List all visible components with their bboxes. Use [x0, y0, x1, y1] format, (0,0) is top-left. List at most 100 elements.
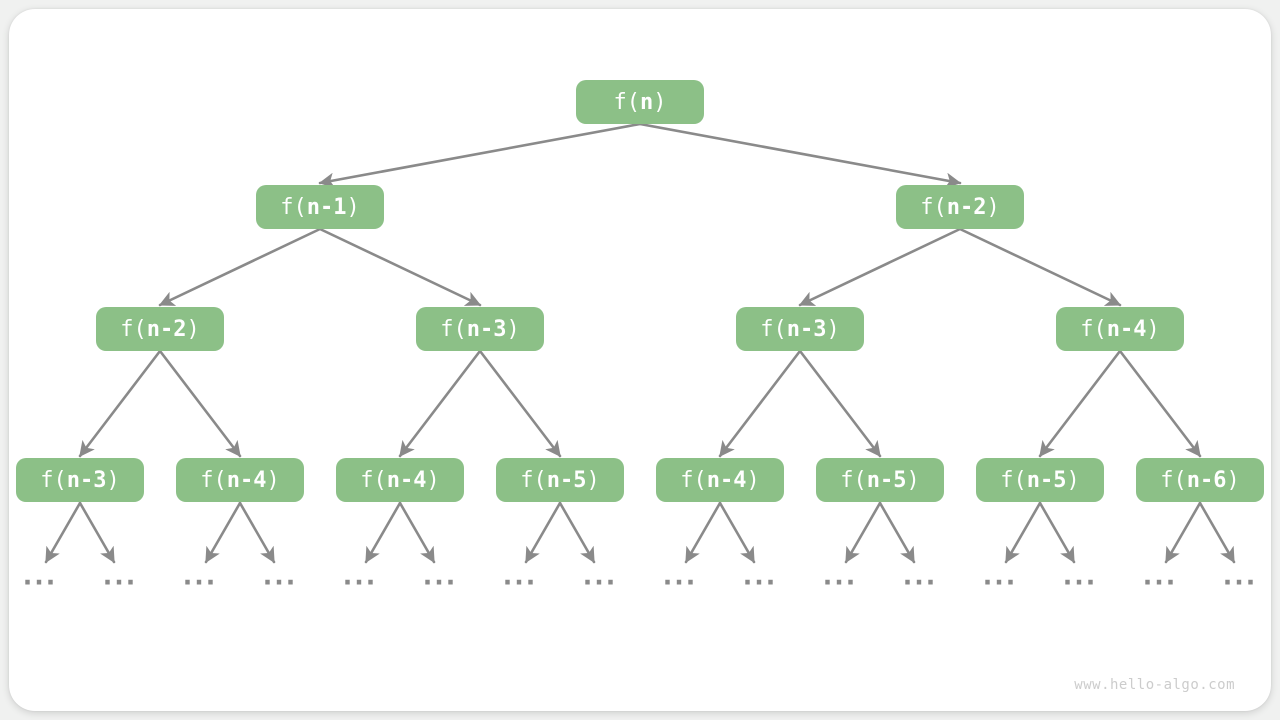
tree-node-9: f(n-4)	[336, 458, 464, 502]
node-label-arg: n-3	[786, 316, 827, 342]
node-label-suffix: )	[106, 467, 120, 493]
edge-arrow	[524, 501, 562, 564]
edge-arrow	[1038, 501, 1076, 564]
ellipsis: ...	[1062, 561, 1098, 591]
edge-arrow	[318, 227, 482, 307]
node-label-prefix: f(	[40, 467, 67, 493]
node-label-arg: n-3	[466, 316, 507, 342]
edge-arrow	[1164, 501, 1202, 564]
tree-node-12: f(n-5)	[816, 458, 944, 502]
node-label-arg: n-6	[1186, 467, 1227, 493]
node-label-arg: n-1	[306, 194, 347, 220]
ellipsis: ...	[902, 561, 938, 591]
node-label-arg: n-5	[546, 467, 587, 493]
ellipsis: ...	[1222, 561, 1258, 591]
node-label-suffix: )	[506, 316, 520, 342]
edge-arrow	[958, 227, 1122, 307]
ellipsis: ...	[422, 561, 458, 591]
node-label-suffix: )	[426, 467, 440, 493]
edge-arrow	[878, 501, 916, 564]
node-label-prefix: f(	[360, 467, 387, 493]
ellipsis: ...	[582, 561, 618, 591]
node-label-arg: n-5	[1026, 467, 1067, 493]
edge-arrow	[478, 349, 562, 458]
node-label-suffix: )	[653, 89, 667, 115]
node-label-prefix: f(	[120, 316, 147, 342]
node-label-suffix: )	[586, 467, 600, 493]
node-label-prefix: f(	[1160, 467, 1187, 493]
tree-node-11: f(n-4)	[656, 458, 784, 502]
node-label-arg: n-5	[866, 467, 907, 493]
edge-arrow	[158, 349, 242, 458]
edge-arrow	[684, 501, 722, 564]
tree-node-5: f(n-3)	[736, 307, 864, 351]
edge-arrow	[718, 349, 802, 458]
edge-arrow	[844, 501, 882, 564]
ellipsis: ...	[22, 561, 58, 591]
node-label-suffix: )	[746, 467, 760, 493]
node-label-suffix: )	[1066, 467, 1080, 493]
node-label-arg: n	[640, 89, 654, 115]
node-label-prefix: f(	[920, 194, 947, 220]
node-label-prefix: f(	[760, 316, 787, 342]
node-label-arg: n-4	[226, 467, 267, 493]
edge-arrow	[718, 501, 756, 564]
tree-node-2: f(n-2)	[896, 185, 1024, 229]
node-label-suffix: )	[1226, 467, 1240, 493]
ellipsis: ...	[662, 561, 698, 591]
tree-node-1: f(n-1)	[256, 185, 384, 229]
edge-arrow	[1198, 501, 1236, 564]
node-label-arg: n-4	[706, 467, 747, 493]
ellipsis: ...	[822, 561, 858, 591]
node-label-arg: n-4	[386, 467, 427, 493]
edge-arrow	[1118, 349, 1202, 458]
node-label-suffix: )	[266, 467, 280, 493]
ellipsis: ...	[102, 561, 138, 591]
node-label-prefix: f(	[1000, 467, 1027, 493]
ellipsis: ...	[182, 561, 218, 591]
watermark: www.hello-algo.com	[1074, 677, 1235, 693]
edge-arrow	[1004, 501, 1042, 564]
node-label-prefix: f(	[520, 467, 547, 493]
edge-arrow	[158, 227, 322, 307]
edge-arrow	[364, 501, 402, 564]
edge-arrow	[798, 227, 962, 307]
node-label-suffix: )	[906, 467, 920, 493]
ellipsis: ...	[262, 561, 298, 591]
node-label-arg: n-2	[146, 316, 187, 342]
tree-node-8: f(n-4)	[176, 458, 304, 502]
tree-node-14: f(n-6)	[1136, 458, 1264, 502]
edge-arrow	[78, 501, 116, 564]
edge-arrow	[398, 349, 482, 458]
edge-arrow	[798, 349, 882, 458]
tree-node-13: f(n-5)	[976, 458, 1104, 502]
edge-arrow	[204, 501, 242, 564]
edge-arrow	[638, 122, 962, 189]
edge-arrow	[44, 501, 82, 564]
node-label-prefix: f(	[613, 89, 641, 115]
node-label-prefix: f(	[680, 467, 707, 493]
node-label-prefix: f(	[840, 467, 867, 493]
tree-node-6: f(n-4)	[1056, 307, 1184, 351]
ellipsis: ...	[1142, 561, 1178, 591]
tree-node-4: f(n-3)	[416, 307, 544, 351]
node-label-arg: n-2	[946, 194, 987, 220]
node-label-prefix: f(	[280, 194, 307, 220]
tree-node-0: f(n)	[576, 80, 704, 124]
node-label-suffix: )	[346, 194, 360, 220]
background-card	[9, 9, 1271, 711]
ellipsis: ...	[982, 561, 1018, 591]
node-label-prefix: f(	[1080, 316, 1107, 342]
node-label-suffix: )	[186, 316, 200, 342]
tree-node-3: f(n-2)	[96, 307, 224, 351]
node-label-prefix: f(	[200, 467, 227, 493]
node-label-arg: n-4	[1106, 316, 1147, 342]
ellipsis: ...	[502, 561, 538, 591]
edge-arrow	[78, 349, 162, 458]
ellipsis: ...	[342, 561, 378, 591]
edge-group	[44, 122, 1236, 564]
tree-node-10: f(n-5)	[496, 458, 624, 502]
tree-node-7: f(n-3)	[16, 458, 144, 502]
edge-arrow	[398, 501, 436, 564]
